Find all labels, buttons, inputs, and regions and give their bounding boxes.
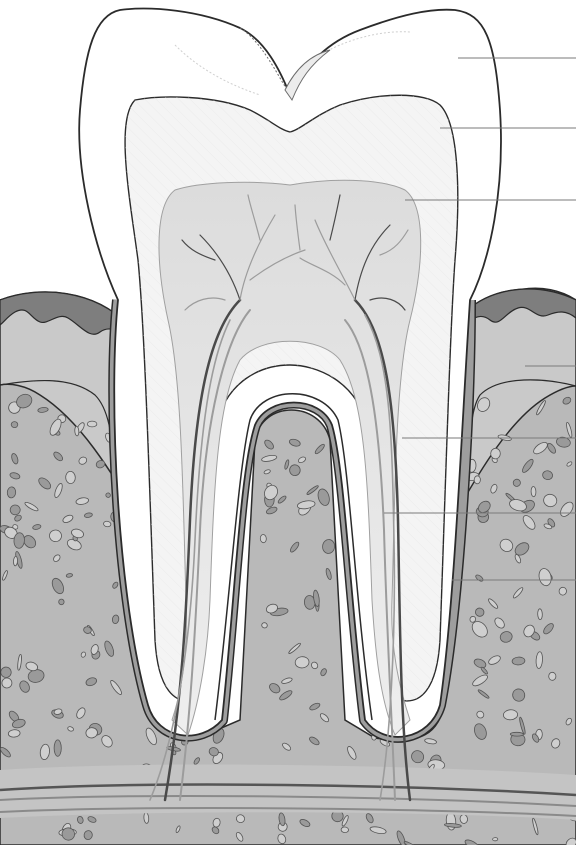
bone-pore (87, 421, 97, 427)
bone-pore (493, 837, 498, 840)
bone-pore (531, 486, 536, 496)
bone-pore (143, 812, 149, 823)
bone-pore (13, 556, 18, 566)
bone-pore (54, 740, 61, 756)
bone-pore (58, 599, 64, 605)
bone-pore (260, 534, 267, 543)
bone-pore (65, 471, 75, 484)
bone-pore (490, 448, 500, 459)
bone-pore (74, 426, 79, 436)
bone-pore (474, 476, 480, 484)
bone-pore (11, 421, 18, 428)
bone-pore (341, 827, 349, 833)
bone-pore (510, 732, 523, 736)
bone-pore (549, 672, 556, 680)
bone-pore (538, 609, 543, 620)
